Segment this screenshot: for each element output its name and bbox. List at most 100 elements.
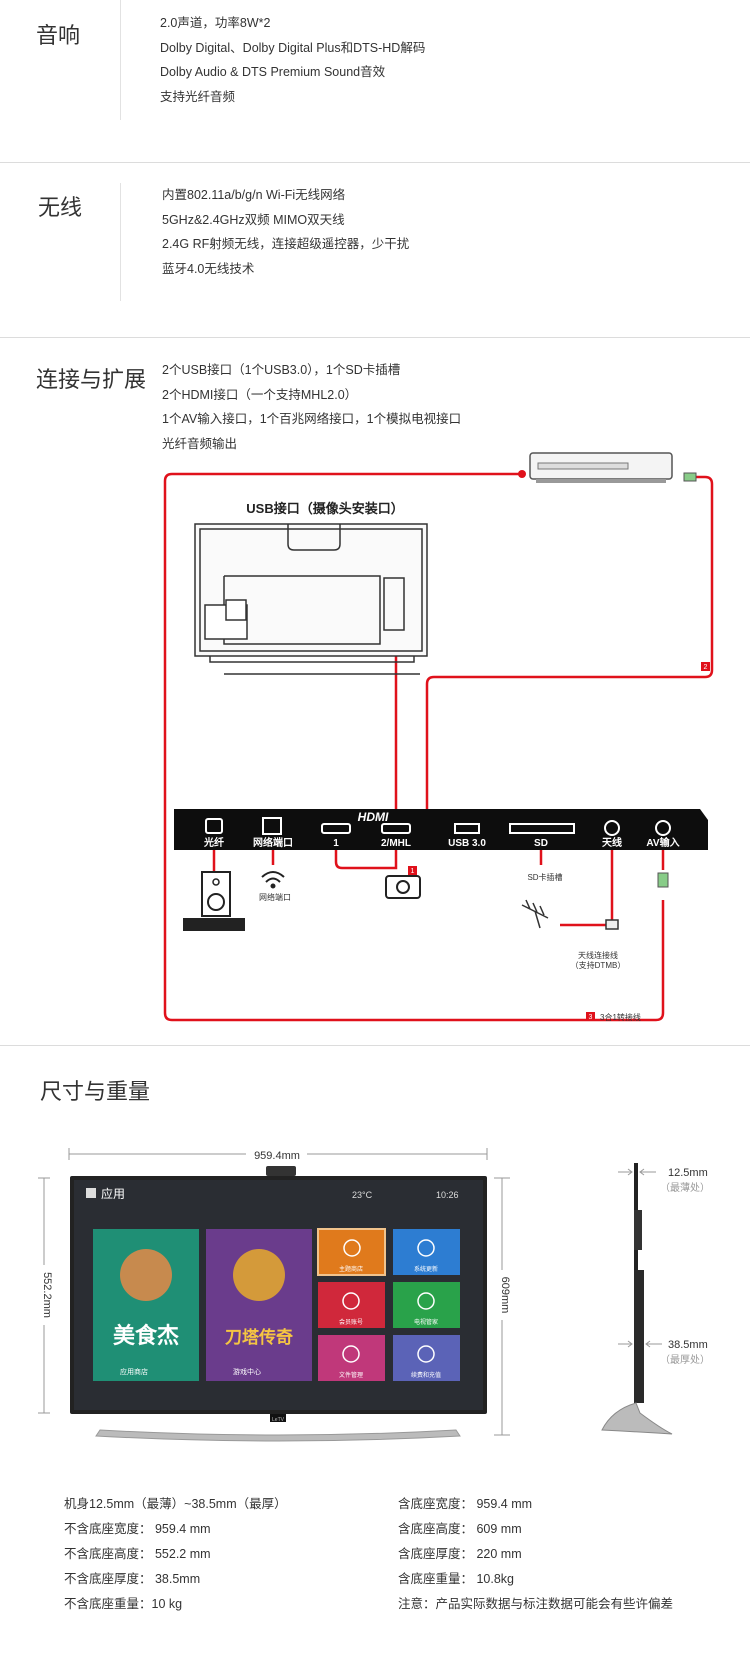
stand-height-dim: 609mm xyxy=(499,1277,511,1314)
dim-spec-line: 不含底座重量：10 kg xyxy=(64,1597,183,1611)
port-panel xyxy=(174,809,708,850)
dims-left: 机身12.5mm（最薄）~38.5mm（最厚） 不含底座宽度： 959.4 mm… xyxy=(64,1492,287,1617)
wireless-spec-line: 内置802.11a/b/g/n Wi-Fi无线网络 xyxy=(162,188,346,202)
optical-port-icon xyxy=(205,818,223,834)
screen-icon-update xyxy=(393,1229,460,1275)
marker-3: 3 xyxy=(589,1014,593,1021)
tile-game-text: 刀塔传奇 xyxy=(225,1327,293,1347)
tv-icon xyxy=(417,1292,435,1310)
sd-slot-icon xyxy=(509,823,575,834)
ethernet-port-icon xyxy=(262,817,282,835)
screen-time: 10:26 xyxy=(436,1190,459,1200)
screen-app-title: 应用 xyxy=(101,1186,125,1201)
audio-spec-line: 支持光纤音频 xyxy=(160,89,236,104)
hdmi-logo: HDMI xyxy=(358,810,389,824)
thin-note: （最薄处） xyxy=(660,1181,710,1194)
wireless-specs: 内置802.11a/b/g/n Wi-Fi无线网络 5GHz&2.4GHz双频 … xyxy=(162,183,409,281)
audio-title: 音响 xyxy=(36,23,81,48)
thick-dim: 38.5mm xyxy=(668,1339,708,1351)
sd-label: SD卡插槽 xyxy=(527,872,562,882)
section-divider xyxy=(0,162,750,163)
connect-specs: 2个USB接口（1个USB3.0），1个SD卡插槽 2个HDMI接口（一个支持M… xyxy=(162,358,461,456)
hdmi1-port-icon xyxy=(321,823,351,834)
dim-spec-line: 含底座厚度： 220 mm xyxy=(398,1547,522,1561)
hdmi2-port-icon xyxy=(381,823,411,834)
antenna-label-2: （支持DTMB） xyxy=(571,960,626,970)
connect-spec-line: 1个AV输入接口，1个百兆网络接口，1个模拟电视接口 xyxy=(162,412,462,426)
av-port-icon xyxy=(655,820,671,836)
tile-food-text: 美食杰 xyxy=(113,1323,179,1348)
screen-icon-label: 电视管家 xyxy=(414,1318,438,1326)
audio-spec-line: Dolby Digital、Dolby Digital Plus和DTS-HD解… xyxy=(160,40,426,55)
connect-spec-line: 2个HDMI接口（一个支持MHL2.0） xyxy=(162,387,358,402)
section-divider xyxy=(0,337,750,338)
screen-icon-files xyxy=(318,1335,385,1381)
section-divider xyxy=(0,1045,750,1046)
connection-diagram: USB接口（摄像头安装口） HDMI 光纤 网络端口 1 2/MHL USB 3… xyxy=(163,452,714,1022)
tv-stand xyxy=(95,1429,461,1442)
dim-spec-line: 含底座高度： 609 mm xyxy=(398,1522,522,1536)
usb-port-icon xyxy=(454,823,480,834)
marker-2: 2 xyxy=(704,664,708,671)
port-hdmi2: 2/MHL xyxy=(381,838,411,849)
width-dim-line xyxy=(68,1148,488,1160)
tv-brand: LeTV xyxy=(272,1417,285,1423)
screen-icon-label: 会员账号 xyxy=(339,1318,363,1326)
dim-spec-line: 不含底座宽度： 959.4 mm xyxy=(64,1522,211,1536)
stand-height-dim-line xyxy=(494,1177,510,1436)
audio-spec-line: Dolby Audio & DTS Premium Sound音效 xyxy=(160,65,386,79)
audio-specs: 2.0声道，功率8W*2 Dolby Digital、Dolby Digital… xyxy=(160,11,425,109)
usb-camera-label: USB接口（摄像头安装口） xyxy=(246,501,403,516)
port-ethernet: 网络端口 xyxy=(253,836,293,849)
wireless-spec-line: 5GHz&2.4GHz双频 MIMO双天线 xyxy=(162,212,345,227)
screen-icon-label: 系统更新 xyxy=(414,1265,438,1273)
cable-label: 3合1转接线 xyxy=(600,1012,641,1022)
connect-title: 连接与扩展 xyxy=(36,367,147,392)
port-av: AV输入 xyxy=(646,836,679,849)
update-icon xyxy=(417,1239,435,1257)
screen-icon-renew xyxy=(393,1335,460,1381)
port-hdmi1: 1 xyxy=(333,838,339,849)
screen-icon-tv-manager xyxy=(393,1282,460,1328)
connect-spec-line: 2个USB接口（1个USB3.0），1个SD卡插槽 xyxy=(162,363,401,377)
folder-icon xyxy=(342,1345,360,1363)
antenna-label-1: 天线连接线 xyxy=(578,950,618,960)
audio-divider xyxy=(120,0,121,120)
net-label: 网络端口 xyxy=(259,892,291,902)
screen-icon-label: 文件管理 xyxy=(339,1371,363,1379)
port-optical: 光纤 xyxy=(203,836,224,849)
marker-1: 1 xyxy=(411,868,415,875)
thin-dim-arrows xyxy=(618,1168,662,1348)
yen-icon xyxy=(417,1345,435,1363)
dimension-diagram: 959.4mm 552.2mm 609mm LeTV 应用 23°C 10:26… xyxy=(38,1148,710,1442)
dim-spec-line: 不含底座厚度： 38.5mm xyxy=(64,1572,201,1586)
wireless-title: 无线 xyxy=(38,195,83,220)
height-dim: 552.2mm xyxy=(41,1272,53,1318)
wifi-icon xyxy=(261,871,285,889)
height-dim-line xyxy=(38,1177,50,1414)
speaker-icon xyxy=(183,871,245,931)
port-usb: USB 3.0 xyxy=(448,838,486,849)
screen-icon-label: 主题商店 xyxy=(339,1265,363,1273)
theme-icon xyxy=(343,1239,361,1257)
camera-icon: 1 xyxy=(385,866,421,899)
dim-spec-line: 机身12.5mm（最薄）~38.5mm（最厚） xyxy=(64,1497,287,1511)
screen-temp: 23°C xyxy=(352,1190,373,1200)
connect-spec-line: 光纤音频输出 xyxy=(162,436,238,451)
thick-note: （最厚处） xyxy=(660,1354,710,1366)
port-antenna: 天线 xyxy=(602,836,622,849)
tv-back-icon xyxy=(194,523,428,675)
tv-side-view xyxy=(601,1163,673,1435)
width-dim: 959.4mm xyxy=(254,1150,300,1162)
audio-spec-line: 2.0声道，功率8W*2 xyxy=(160,16,271,30)
antenna-port-icon xyxy=(604,820,620,836)
antenna-icon xyxy=(521,899,619,930)
dim-spec-line: 含底座宽度： 959.4 mm xyxy=(398,1497,533,1511)
screen-icon-theme xyxy=(317,1228,386,1276)
dims-right: 含底座宽度： 959.4 mm 含底座高度： 609 mm 含底座厚度： 220… xyxy=(398,1492,673,1617)
size-title: 尺寸与重量 xyxy=(40,1079,151,1104)
dim-spec-line: 含底座重量： 10.8kg xyxy=(398,1572,515,1586)
tile-game-label: 游戏中心 xyxy=(233,1367,261,1376)
port-sd: SD xyxy=(534,838,548,849)
dvd-player-icon xyxy=(529,452,697,483)
